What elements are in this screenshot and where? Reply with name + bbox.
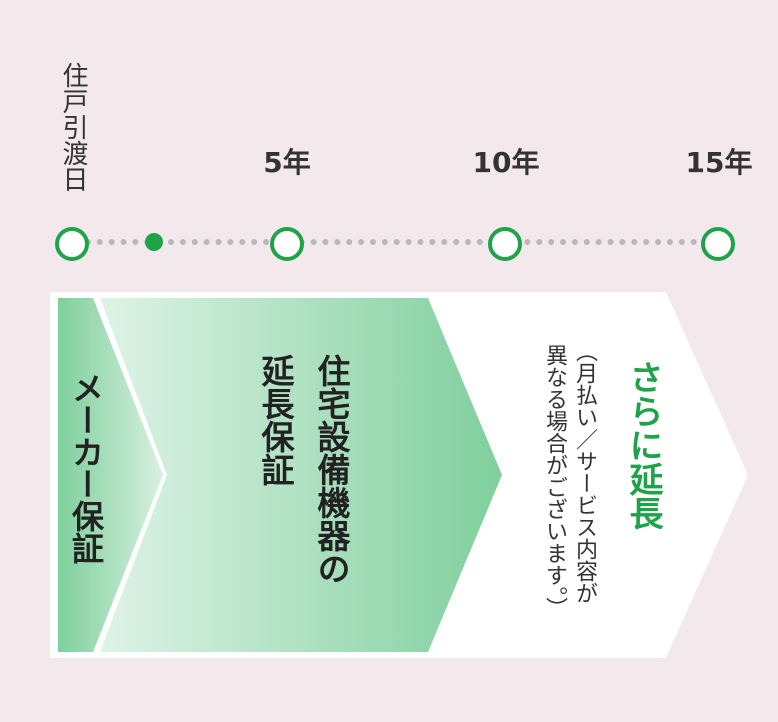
- note-line1: （月払い／サービス内容が: [572, 340, 597, 604]
- year-5-label: 5年: [263, 146, 311, 179]
- housing-warranty-label-line1: 住宅設備機器の: [312, 354, 351, 585]
- timeline-marker-year-15: [701, 227, 735, 261]
- timeline-marker-start: [55, 227, 89, 261]
- timeline-marker-midpoint: [145, 233, 163, 251]
- timeline-line: [73, 239, 721, 245]
- handover-label: 住戸引渡日: [58, 62, 88, 192]
- year-10-label: 10年: [472, 146, 540, 179]
- timeline-marker-year-5: [270, 227, 304, 261]
- year-15-label: 15年: [685, 146, 753, 179]
- maker-warranty-label: メーカー保証: [67, 372, 105, 564]
- maker-warranty-band: [58, 298, 163, 652]
- note-line2: 異なる場合がございます。）: [542, 344, 567, 619]
- further-extension-label: さらに延長: [623, 360, 663, 530]
- housing-warranty-band: [100, 298, 502, 652]
- housing-warranty-label-line2: 延長保証: [256, 354, 295, 486]
- timeline-marker-year-10: [488, 227, 522, 261]
